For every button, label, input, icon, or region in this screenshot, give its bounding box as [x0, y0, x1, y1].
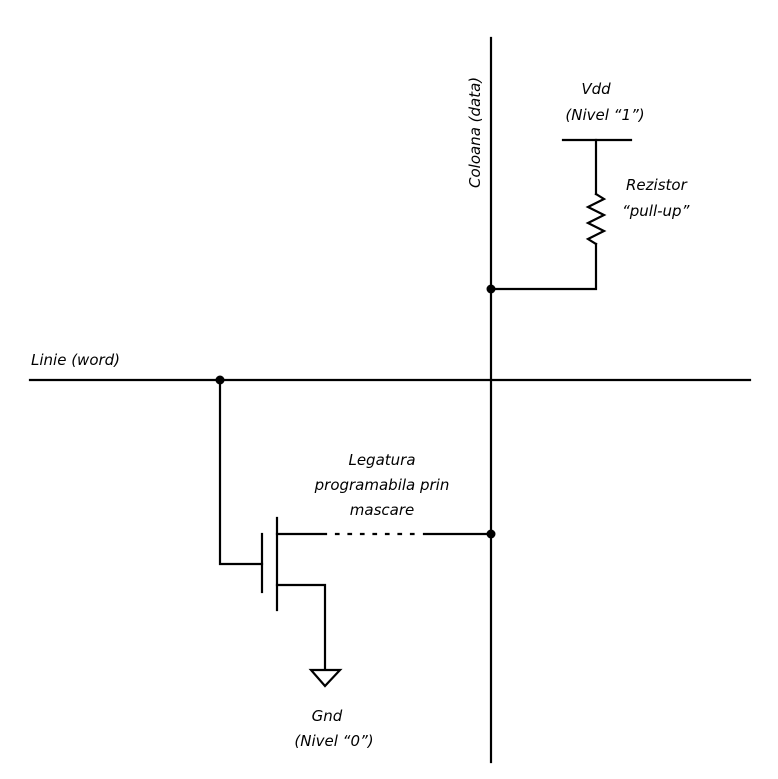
resistor-lead-bottom [489, 242, 598, 291]
vdd-label: Vdd [581, 80, 611, 98]
word-line-label: Linie (word) [31, 351, 120, 369]
junction-dot-resistor [486, 284, 496, 294]
column-label: Coloana (data) [466, 77, 484, 188]
link-label-3: mascare [350, 501, 414, 519]
link-label-1: Legatura [348, 451, 415, 469]
pull-up-resistor [585, 192, 607, 246]
ground-icon [308, 668, 343, 688]
resistor-type-label: “pull-up” [622, 202, 690, 220]
source-wire [275, 583, 327, 671]
gnd-level-label: (Nivel “0”) [294, 732, 373, 750]
vdd-level-label: (Nivel “1”) [565, 106, 644, 124]
resistor-label: Rezistor [626, 176, 688, 194]
gnd-label: Gnd [312, 707, 343, 725]
gate-wire [218, 378, 264, 566]
link-label-2: programabila prin [314, 476, 450, 494]
